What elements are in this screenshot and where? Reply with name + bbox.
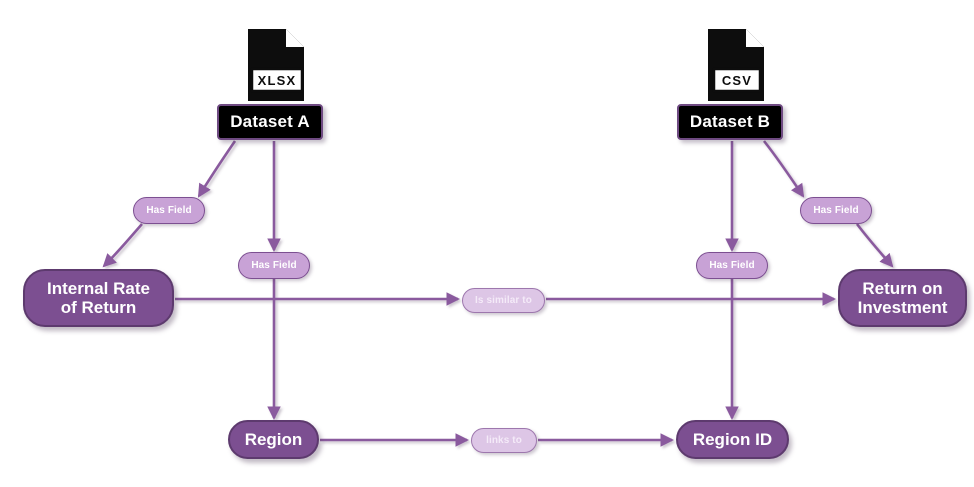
edge-has-field-irr-internal-rate [102,223,143,268]
csv-file-icon: CSV [706,27,768,103]
edge-label-is-similar-to[interactable]: Is similar to [462,288,545,313]
node-dataset-a[interactable]: Dataset A [217,104,323,140]
edge-label-links-to[interactable]: links to [471,428,537,453]
edge-label-has-field-a-irr[interactable]: Has Field [133,197,205,224]
node-dataset-a-label: Dataset A [230,112,310,131]
edge-label-is-similar-to-text: Is similar to [475,295,532,306]
edge-label-has-field-b-roi-text: Has Field [813,205,859,216]
edge-label-has-field-a-region-text: Has Field [251,260,297,271]
node-region-id[interactable]: Region ID [676,420,789,459]
node-region-id-label: Region ID [692,429,773,449]
edge-has-field-roi-return-on-investment [855,223,894,268]
edge-label-has-field-b-regionid[interactable]: Has Field [696,252,768,279]
edge-dataset-a-has-field-irr [197,140,237,198]
node-dataset-b[interactable]: Dataset B [677,104,783,140]
node-region[interactable]: Region [228,420,319,459]
node-region-label: Region [244,429,303,449]
edge-label-has-field-a-irr-text: Has Field [146,205,192,216]
edge-label-links-to-text: links to [486,435,522,446]
csv-icon-label: CSV [722,73,752,88]
edge-dataset-b-has-field-roi [762,140,805,198]
node-dataset-b-label: Dataset B [689,112,771,131]
xlsx-file-icon: XLSX [246,27,308,103]
edge-label-has-field-a-region[interactable]: Has Field [238,252,310,279]
edge-label-has-field-b-roi[interactable]: Has Field [800,197,872,224]
edge-label-has-field-b-regionid-text: Has Field [709,260,755,271]
xlsx-icon-label: XLSX [258,73,297,88]
